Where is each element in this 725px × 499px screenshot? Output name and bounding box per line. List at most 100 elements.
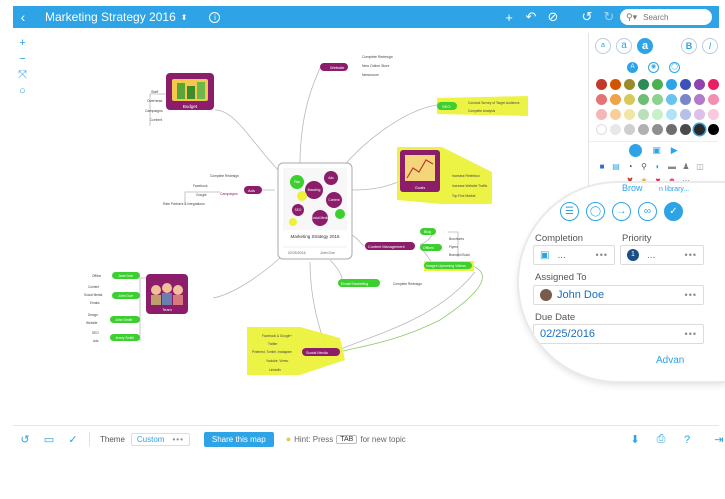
color-swatch[interactable] [624,109,635,120]
italic-button[interactable]: I [702,38,718,54]
color-swatch[interactable] [680,109,691,120]
color-swatch[interactable] [680,124,691,135]
font-medium-button[interactable]: a [616,38,632,54]
collapse-panel-icon[interactable]: ⇥ [714,434,724,446]
undo-icon[interactable]: ↺ [581,9,593,24]
smile-icon[interactable]: ☻ [667,175,677,185]
team-node[interactable]: Team [146,274,188,314]
magnifier-icon[interactable]: ⚲ [641,161,647,171]
zoom-out-icon[interactable]: − [19,53,26,65]
search-box[interactable]: ⚲▾ [620,9,712,25]
goals-node[interactable]: Goals [400,150,440,192]
color-swatch[interactable] [610,109,621,120]
globe-icon[interactable]: ◐ [655,161,661,171]
content-items[interactable]: Blog Offices Images Upcoming Videos [420,228,472,269]
map-title[interactable]: Marketing Strategy 2016 [45,10,176,24]
due-date-more[interactable]: ••• [684,329,697,339]
title-caret-icon[interactable]: ⬍ [180,12,188,22]
print-icon[interactable]: ⎙ [656,433,666,445]
color-swatch[interactable] [610,79,621,90]
color-swatch[interactable] [610,124,621,135]
delete-icon[interactable]: ⊘ [547,9,559,24]
more-icon[interactable]: ⋯ [682,175,690,185]
arrow-right-icon[interactable]: → [612,202,631,221]
star-icon[interactable]: ★ [640,175,648,185]
center-icon[interactable]: ○ [19,85,26,97]
relation-icon[interactable]: ↶ [525,9,537,24]
color-swatch[interactable] [638,109,649,120]
color-swatch[interactable] [666,94,677,105]
color-swatch[interactable] [638,94,649,105]
browse-link[interactable]: Brow n library... [622,183,690,193]
info-icon[interactable]: i [209,11,221,23]
color-swatch[interactable] [666,79,677,90]
add-topic-icon[interactable]: + [505,9,513,25]
cross-icon[interactable]: ✖ [626,175,634,185]
color-swatch[interactable] [708,94,719,105]
color-swatch[interactable] [596,109,607,120]
assigned-field[interactable]: John Doe ••• [533,285,704,305]
color-swatch[interactable] [596,79,607,90]
color-swatch[interactable] [638,124,649,135]
car-icon[interactable]: ▬ [668,161,676,171]
color-swatch[interactable] [652,109,663,120]
color-swatch[interactable] [666,109,677,120]
color-swatch[interactable] [666,124,677,135]
due-date-field[interactable]: 02/25/2016 ••• [533,324,704,344]
color-swatch[interactable] [652,79,663,90]
campaigns-node[interactable]: Campaigns [220,192,238,196]
central-node[interactable]: Plan Branding Ads Content SEO Social Med… [277,162,353,260]
email-node[interactable]: Email Marketing [338,279,380,287]
image-tab-icon[interactable]: ▣ [652,145,661,155]
color-swatch[interactable] [694,124,705,135]
font-large-button[interactable]: a [637,38,653,54]
comment-icon[interactable]: ◯ [586,202,605,221]
color-swatch[interactable] [708,124,719,135]
color-swatch[interactable] [694,109,705,120]
border-color-icon[interactable]: ◯ [669,61,680,73]
color-swatch[interactable] [624,124,635,135]
history-icon[interactable]: ↺ [20,433,30,446]
heart-icon[interactable]: ♥ [655,175,661,185]
social-node[interactable]: Social Media [302,348,340,356]
search-input[interactable] [643,12,704,22]
ads-node[interactable]: Ads [244,186,262,194]
color-swatch[interactable] [624,79,635,90]
bold-button[interactable]: B [681,38,697,54]
priority-field[interactable]: 1 ... ••• [620,245,704,265]
advanced-link[interactable]: Advan [656,355,685,366]
zoom-in-icon[interactable]: + [19,37,26,49]
download-icon[interactable]: ⬇ [630,434,640,446]
seo-node[interactable]: SEO [437,102,457,110]
color-swatch[interactable] [638,79,649,90]
font-small-button[interactable]: a [595,38,611,54]
completion-field[interactable]: ▣ ... ••• [533,245,615,265]
color-swatch[interactable] [694,79,705,90]
color-swatch[interactable] [708,109,719,120]
magic-wand-icon[interactable]: ✦ [533,355,543,367]
video-tab-icon[interactable]: ▶ [670,145,678,155]
color-swatch[interactable] [708,79,719,90]
budget-node[interactable]: Budget [166,73,214,110]
theme-select[interactable]: Custom ••• [130,432,190,446]
color-swatch[interactable] [596,124,607,135]
chart-icon[interactable]: ▤ [612,161,620,171]
help-icon[interactable]: ? [683,433,691,446]
flag-icon[interactable]: ■ [599,161,605,171]
presentation-icon[interactable]: ▭ [43,433,55,446]
color-swatch[interactable] [652,124,663,135]
pie-icon[interactable]: ◔ [627,161,633,171]
color-swatch[interactable] [652,94,663,105]
person-icon[interactable]: ♟ [682,161,690,171]
fill-color-icon[interactable]: ◉ [648,61,659,73]
color-swatch[interactable] [624,94,635,105]
box-icon[interactable]: ◫ [696,161,704,171]
priority-more[interactable]: ••• [684,250,697,260]
color-swatch[interactable] [610,94,621,105]
color-swatch[interactable] [680,79,691,90]
emoji-tab-icon[interactable] [629,144,643,157]
task-check-icon[interactable]: ✓ [664,202,683,221]
assigned-more[interactable]: ••• [684,290,697,300]
content-node[interactable]: Content Management [365,242,415,250]
text-color-icon[interactable]: A [627,61,638,73]
